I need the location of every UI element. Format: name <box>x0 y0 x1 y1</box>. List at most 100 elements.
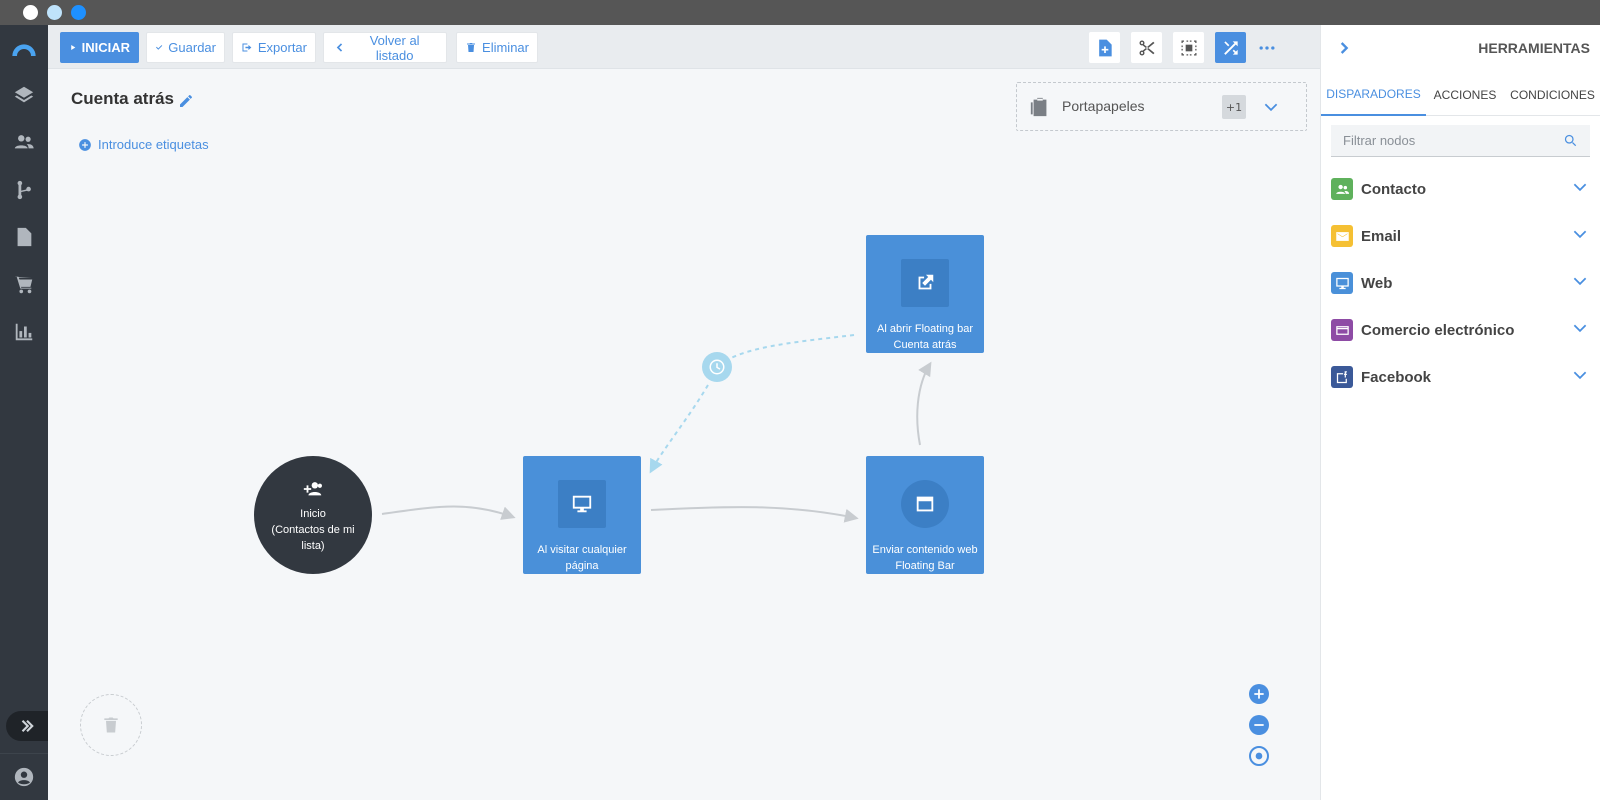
mail-icon <box>1331 225 1353 247</box>
shuffle-icon[interactable] <box>1215 32 1246 63</box>
editor-toolbar: INICIAR Guardar Exportar Volver al lista… <box>48 25 1320 69</box>
tab-actions[interactable]: ACCIONES <box>1433 87 1497 102</box>
layers-icon[interactable] <box>0 71 48 119</box>
back-to-list-button[interactable]: Volver al listado <box>323 32 447 63</box>
chevron-down-icon[interactable] <box>1261 97 1281 117</box>
node-start[interactable]: Inicio (Contactos de mi lista) <box>254 456 372 574</box>
export-icon <box>242 43 252 52</box>
category-facebook[interactable]: Facebook <box>1331 361 1590 393</box>
node-visit-label-line1: Al visitar cualquier <box>537 544 627 556</box>
delete-button[interactable]: Eliminar <box>456 32 538 63</box>
target-icon <box>1255 752 1263 760</box>
document-icon[interactable] <box>0 213 48 261</box>
zoom-out-button[interactable] <box>1249 715 1269 735</box>
window-close-dot[interactable] <box>23 5 38 20</box>
monitor-icon <box>558 480 606 528</box>
add-tags-link[interactable]: Introduce etiquetas <box>78 137 209 152</box>
node-send-label-line1: Enviar contenido web <box>872 544 978 556</box>
clipboard-count-badge: +1 <box>1222 95 1246 119</box>
plus-icon <box>1254 689 1264 699</box>
connector-send-to-open <box>916 361 932 446</box>
clipboard-panel[interactable]: Portapapeles +1 <box>1016 82 1307 131</box>
clipboard-label: Portapapeles <box>1062 98 1145 114</box>
chevron-down-icon <box>1570 271 1590 295</box>
node-send-floating-bar[interactable]: Enviar contenido web Floating Bar <box>866 456 984 574</box>
expand-nav-button[interactable] <box>6 711 48 741</box>
play-icon <box>71 44 76 51</box>
trash-icon <box>467 42 476 53</box>
add-group-icon <box>302 478 324 500</box>
node-visit-label-line2: página <box>565 560 599 572</box>
user-account-icon[interactable] <box>0 753 48 800</box>
open-external-icon <box>901 259 949 307</box>
edit-title-icon[interactable] <box>178 93 194 109</box>
node-start-label-line2: (Contactos de mi <box>271 524 355 536</box>
scissors-icon[interactable] <box>1131 32 1162 63</box>
category-contact[interactable]: Contacto <box>1331 173 1590 205</box>
trash-icon <box>104 717 118 733</box>
node-start-label-line3: lista) <box>301 540 325 552</box>
more-options-icon[interactable] <box>1251 32 1282 63</box>
tab-triggers[interactable]: DISPARADORES <box>1321 73 1426 116</box>
left-nav <box>0 25 48 800</box>
node-send-label-line2: Floating Bar <box>895 560 955 572</box>
clipboard-icon <box>1029 96 1051 118</box>
chevron-left-icon <box>336 43 343 52</box>
start-button[interactable]: INICIAR <box>60 32 139 63</box>
panel-tabs: DISPARADORES ACCIONES CONDICIONES <box>1321 73 1600 116</box>
category-label: Facebook <box>1361 368 1432 386</box>
save-button[interactable]: Guardar <box>146 32 225 63</box>
monitor-icon <box>1331 272 1353 294</box>
filter-nodes-input[interactable] <box>1331 133 1563 148</box>
page-title: Cuenta atrás <box>71 89 174 108</box>
minus-icon <box>1254 724 1264 726</box>
workflow-icon[interactable] <box>0 166 48 214</box>
node-open-label-line1: Al abrir Floating bar <box>877 323 973 335</box>
category-label: Comercio electrónico <box>1361 321 1515 339</box>
connector-timer-to-visit-dashed <box>649 384 709 474</box>
category-web[interactable]: Web <box>1331 267 1590 299</box>
chevron-down-icon <box>1570 365 1590 389</box>
connector-open-to-visit-dashed <box>713 334 855 370</box>
check-icon <box>156 45 163 50</box>
center-view-button[interactable] <box>1249 746 1269 766</box>
panel-title: HERRAMIENTAS <box>1478 40 1590 56</box>
category-label: Email <box>1361 227 1402 245</box>
window-minimize-dot[interactable] <box>47 5 62 20</box>
category-label: Web <box>1361 274 1393 292</box>
filter-box <box>1331 125 1590 157</box>
select-area-icon[interactable] <box>1173 32 1204 63</box>
facebook-icon <box>1331 366 1353 388</box>
add-note-icon[interactable] <box>1089 32 1120 63</box>
people-icon <box>1331 178 1353 200</box>
chevron-down-icon <box>1570 224 1590 248</box>
window-maximize-dot[interactable] <box>71 5 86 20</box>
category-email[interactable]: Email <box>1331 220 1590 252</box>
logo-icon[interactable] <box>0 25 48 73</box>
category-label: Contacto <box>1361 180 1426 198</box>
window-titlebar <box>0 0 1600 25</box>
node-open-floating-bar[interactable]: Al abrir Floating bar Cuenta atrás <box>866 235 984 353</box>
browser-window-icon <box>901 480 949 528</box>
workflow-canvas[interactable]: Cuenta atrás Introduce etiquetas Portapa… <box>48 69 1320 800</box>
card-icon <box>1331 319 1353 341</box>
cart-icon[interactable] <box>0 261 48 309</box>
export-button[interactable]: Exportar <box>232 32 316 63</box>
chart-icon[interactable] <box>0 308 48 356</box>
chevron-down-icon <box>1570 177 1590 201</box>
contacts-icon[interactable] <box>0 118 48 166</box>
zoom-in-button[interactable] <box>1249 684 1269 704</box>
tools-panel: HERRAMIENTAS DISPARADORES ACCIONES CONDI… <box>1320 25 1600 800</box>
plus-circle-icon <box>79 138 91 151</box>
node-open-label-line2: Cuenta atrás <box>893 339 957 351</box>
search-icon[interactable] <box>1563 133 1578 148</box>
clock-icon[interactable] <box>702 352 732 382</box>
node-visit-page[interactable]: Al visitar cualquier página <box>523 456 641 574</box>
connectors-layer <box>381 334 932 523</box>
category-ecommerce[interactable]: Comercio electrónico <box>1331 314 1590 346</box>
connector-visit-to-send <box>650 506 859 523</box>
chevron-right-icon[interactable] <box>1335 38 1355 58</box>
chevron-down-icon <box>1570 318 1590 342</box>
trash-drop-zone[interactable] <box>80 694 142 756</box>
tab-conditions[interactable]: CONDICIONES <box>1510 87 1595 102</box>
